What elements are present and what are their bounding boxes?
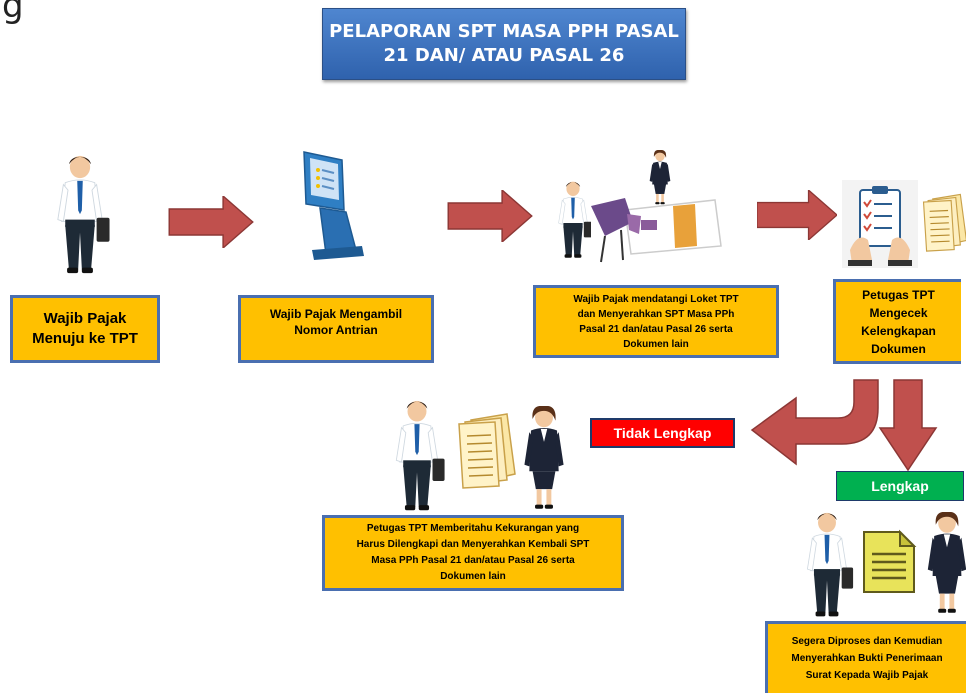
step4-line1: Petugas TPT xyxy=(862,287,935,302)
left-curved-arrow-icon xyxy=(750,379,879,466)
step4-line3: Kelengkapan xyxy=(861,323,936,338)
step5-line4: Dokumen lain xyxy=(440,571,506,582)
step3-line1: Wajib Pajak mendatangi Loket TPT xyxy=(573,293,739,305)
step6-line3: Surat Kepada Wajib Pajak xyxy=(805,670,929,681)
step5-line2: Harus Dilengkapi dan Menyerahkan Kembali… xyxy=(356,539,590,550)
businesswoman-icon xyxy=(922,512,966,616)
right-arrow-icon xyxy=(757,190,837,240)
diagram-title: PELAPORAN SPT MASA PPH PASAL 21 DAN/ ATA… xyxy=(322,8,686,80)
step6-line2: Menyerahkan Bukti Penerimaan xyxy=(791,653,943,664)
status-lengkap: Lengkap xyxy=(836,471,964,501)
businessman-icon xyxy=(798,512,856,618)
step2-line2: Nomor Antrian xyxy=(294,323,378,337)
title-line-2: 21 DAN/ ATAU PASAL 26 xyxy=(383,45,625,66)
step-box-6: Segera Diproses dan Kemudian Menyerahkan… xyxy=(765,621,966,693)
step1-line2: Menuju ke TPT xyxy=(32,330,138,347)
step3-line2: dan Menyerahkan SPT Masa PPh xyxy=(577,308,735,320)
step5-line3: Masa PPh Pasal 21 dan/atau Pasal 26 sert… xyxy=(371,555,575,566)
step4-line4: Dokumen xyxy=(871,341,926,356)
right-arrow-icon xyxy=(446,190,534,242)
down-arrow-icon xyxy=(878,379,938,472)
businessman-icon xyxy=(387,400,447,512)
step5-line1: Petugas TPT Memberitahu Kekurangan yang xyxy=(366,523,580,534)
queue-kiosk-icon xyxy=(303,151,364,260)
businesswoman-icon xyxy=(518,406,570,512)
businessman-icon xyxy=(50,155,110,275)
checklist-icon xyxy=(842,180,918,268)
step1-line1: Wajib Pajak xyxy=(43,310,127,327)
step-box-3: Wajib Pajak mendatangi Loket TPT dan Men… xyxy=(533,285,779,358)
step2-line1: Wajib Pajak Mengambil xyxy=(269,307,403,321)
step-box-4: Petugas TPT Mengecek Kelengkapan Dokumen xyxy=(833,279,961,364)
file-icon xyxy=(863,529,917,593)
service-counter-icon xyxy=(558,150,722,263)
documents-icon xyxy=(922,184,966,260)
right-arrow-icon xyxy=(167,196,255,248)
step6-line1: Segera Diproses dan Kemudian xyxy=(791,636,943,647)
step-box-2: Wajib Pajak Mengambil Nomor Antrian xyxy=(238,295,434,363)
title-line-1: PELAPORAN SPT MASA PPH PASAL xyxy=(329,21,679,42)
step-box-5: Petugas TPT Memberitahu Kekurangan yang … xyxy=(322,515,624,591)
documents-icon xyxy=(455,410,519,490)
corner-letter: g xyxy=(2,0,24,26)
step3-line3: Pasal 21 dan/atau Pasal 26 serta xyxy=(579,323,733,335)
step-box-1: Wajib Pajak Menuju ke TPT xyxy=(10,295,160,363)
step3-line4: Dokumen lain xyxy=(623,338,689,350)
status-tidak-lengkap: Tidak Lengkap xyxy=(590,418,735,448)
step4-line2: Mengecek xyxy=(869,305,928,320)
